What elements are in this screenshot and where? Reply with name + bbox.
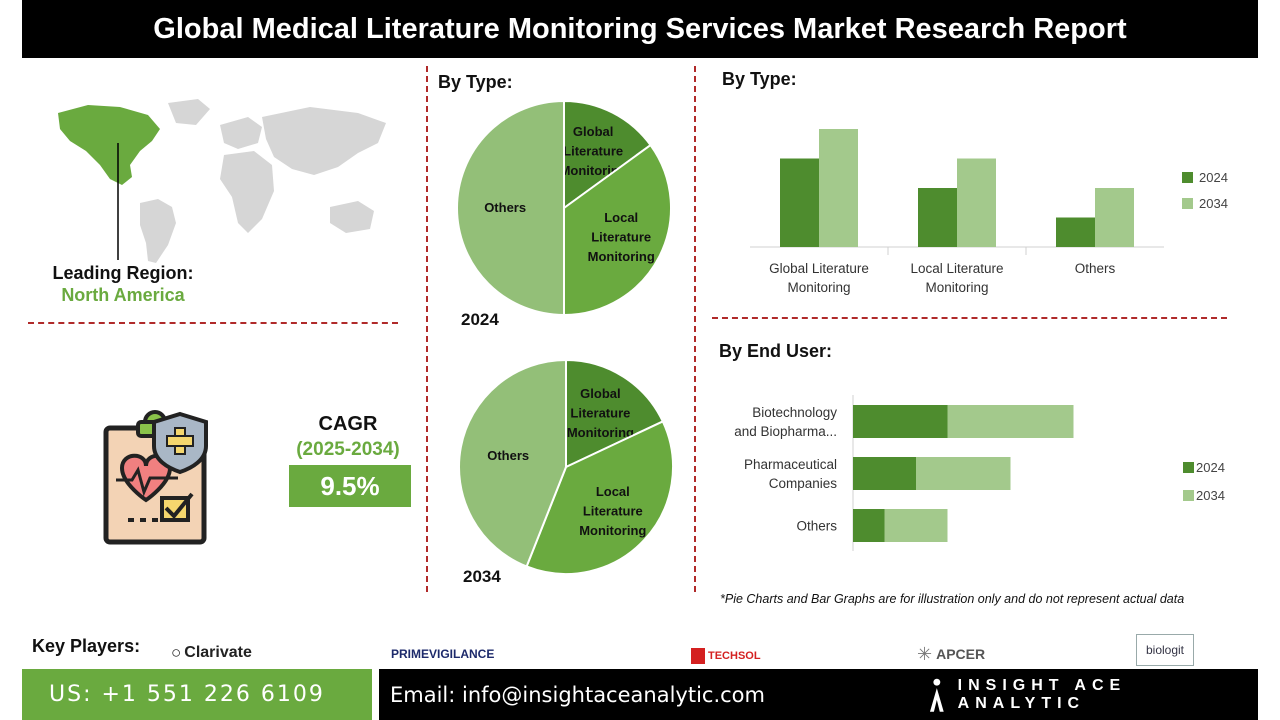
pie-slice-local-literature-monitoring [525, 420, 674, 575]
brand-name: INSIGHT ACE ANALYTIC [957, 676, 1127, 712]
bar-others-2024 [1056, 217, 1095, 247]
legend-label-2034: 2034 [1199, 196, 1228, 211]
pie-slice-others [458, 359, 567, 568]
pie-section-title: By Type: [438, 72, 513, 92]
divider [712, 317, 1227, 319]
clipboard-health-icon [103, 410, 208, 545]
bar-enduser-title: By End User: [719, 341, 833, 361]
cagr-period: (2025-2034) [296, 439, 400, 460]
pie-year-2034: 2034 [463, 567, 501, 586]
primevigilance-logo: PRIMEVIGILANCE [391, 645, 494, 663]
bar-local-literature-monitoring-2024 [918, 188, 957, 247]
pie-slice-global-literature-monitoring [565, 359, 665, 469]
legend-swatch-2024 [1182, 172, 1193, 183]
world-map [58, 99, 386, 263]
brand-logo: INSIGHT ACE ANALYTIC [920, 669, 1258, 720]
bar-others-2024 [853, 509, 885, 542]
phone-number[interactable]: US: +1 551 226 6109 [22, 669, 372, 720]
biologit-logo-text: biologit [1145, 643, 1185, 657]
email-address[interactable]: Email: info@insightaceanalytic.com [379, 669, 920, 720]
apcer-logo: ✳ APCER [917, 643, 986, 664]
divider [694, 66, 696, 592]
pie-year-2024: 2024 [461, 310, 499, 329]
bar-pharmaceutical-companies-2024 [853, 457, 916, 490]
footnote: *Pie Charts and Bar Graphs are for illus… [720, 592, 1185, 606]
bar-pharmaceutical-companies-2034 [916, 457, 1011, 490]
legend-label-2024: 2024 [1196, 460, 1225, 475]
apcer-logo-text: APCER [936, 646, 986, 662]
pie-label-others: Others [487, 448, 529, 463]
primevigilance-logo-text: PRIMEVIGILANCE [391, 647, 495, 661]
bar-others-2034 [884, 509, 948, 542]
pie-slice-others [456, 100, 565, 316]
techsol-logo-text: TECHSOL [708, 650, 761, 662]
cagr-value: 9.5% [289, 465, 411, 507]
bar-global-literature-monitoring-2034 [819, 129, 858, 247]
clarivate-logo: ○ Clarivate [171, 643, 252, 662]
bar-type-title: By Type: [722, 69, 797, 89]
bar-global-literature-monitoring-2024 [780, 158, 819, 247]
pie-slice-local-literature-monitoring [563, 143, 672, 316]
techsol-logo: TECHSOL [691, 646, 761, 666]
pie-slice-global-literature-monitoring [563, 100, 652, 210]
page-title: Global Medical Literature Monitoring Ser… [22, 0, 1258, 58]
x-tick-label-others: Others [1075, 261, 1116, 276]
cagr-label: CAGR [318, 413, 378, 435]
biologit-logo: biologit [1136, 634, 1194, 666]
y-tick-label-others: Others [796, 519, 837, 534]
legend-label-2034: 2034 [1196, 488, 1225, 503]
insight-ace-icon [929, 678, 944, 712]
divider [28, 322, 398, 324]
leading-region-label: Leading Region: [52, 263, 194, 283]
bar-biotechnology-and-biopharma-2024 [853, 405, 948, 438]
leading-region-value: North America [61, 285, 185, 305]
legend-swatch-2024 [1183, 462, 1194, 473]
legend-swatch-2034 [1182, 198, 1193, 209]
bar-others-2034 [1095, 188, 1134, 247]
bar-local-literature-monitoring-2034 [957, 158, 996, 247]
pie-label-others: Others [484, 200, 526, 215]
legend-label-2024: 2024 [1199, 170, 1228, 185]
divider [426, 66, 428, 592]
clarivate-logo-text: Clarivate [184, 644, 252, 661]
key-players-label: Key Players: [32, 636, 141, 656]
bar-biotechnology-and-biopharma-2034 [947, 405, 1074, 438]
legend-swatch-2034 [1183, 490, 1194, 501]
